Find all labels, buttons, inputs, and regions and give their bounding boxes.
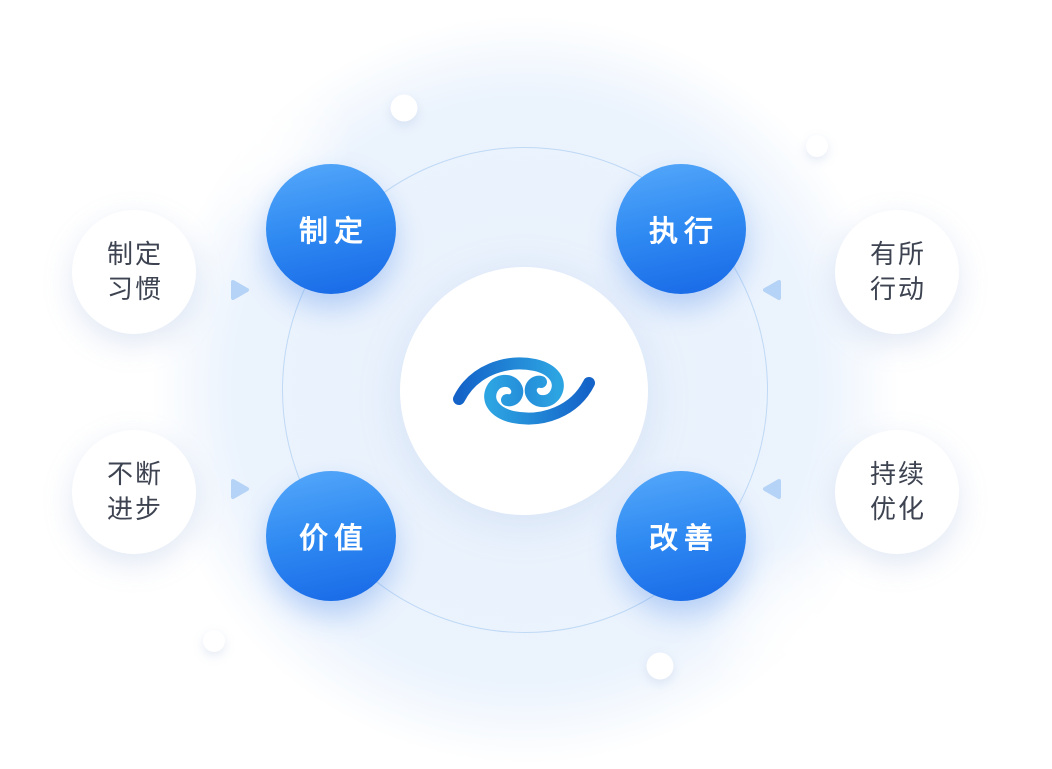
decor-dot: [390, 94, 418, 122]
satellite-label-line: 不断: [106, 459, 163, 489]
node-improve: 改善: [616, 471, 746, 601]
satellite-keep-progressing: 不断 进步: [72, 430, 196, 554]
satellite-take-action: 有所 行动: [835, 210, 959, 334]
decor-blob: [705, 541, 895, 731]
node-value: 价值: [266, 471, 396, 601]
cycle-ring: [282, 147, 768, 633]
decor-dot: [646, 652, 674, 680]
node-execute: 执行: [616, 164, 746, 294]
node-label: 制定: [298, 216, 369, 248]
satellite-label-line: 行动: [869, 274, 926, 304]
decor-dot: [806, 135, 828, 157]
arrow-left-icon: [762, 478, 782, 500]
satellite-label-line: 习惯: [106, 274, 163, 304]
arrow-right-icon: [230, 279, 250, 301]
node-label: 执行: [648, 216, 719, 248]
center-logo-circle: [400, 267, 648, 515]
node-label: 价值: [298, 523, 369, 555]
satellite-label-line: 制定: [106, 239, 163, 269]
eye-swirl-logo: [453, 357, 595, 425]
satellite-continuous-optimization: 持续 优化: [835, 430, 959, 554]
satellite-label-line: 有所: [869, 239, 926, 269]
decor-dot: [203, 630, 225, 652]
satellite-build-habits: 制定 习惯: [72, 210, 196, 334]
node-label: 改善: [648, 523, 719, 555]
satellite-label-line: 优化: [869, 494, 926, 524]
node-formulate: 制定: [266, 164, 396, 294]
satellite-label-line: 进步: [106, 494, 163, 524]
arrow-left-icon: [762, 279, 782, 301]
arrow-right-icon: [230, 478, 250, 500]
satellite-label-line: 持续: [869, 459, 926, 489]
